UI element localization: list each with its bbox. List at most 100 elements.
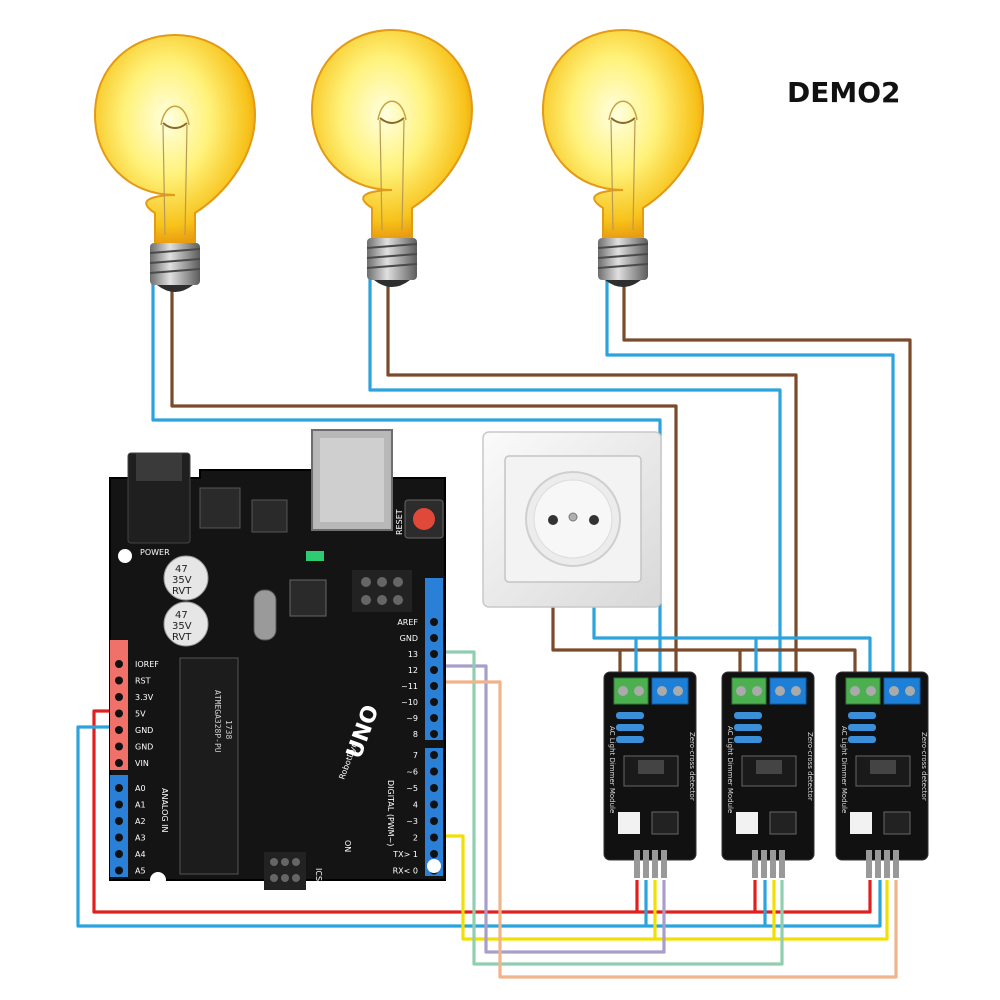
light-bulb-icon bbox=[94, 34, 256, 293]
pin-socket bbox=[430, 730, 438, 738]
pin-label: VIN bbox=[135, 759, 149, 768]
pin-socket bbox=[115, 817, 123, 825]
digital-header-top bbox=[425, 578, 443, 740]
pin-socket bbox=[115, 800, 123, 809]
socket-screw bbox=[568, 512, 578, 522]
pin-label: 13 bbox=[408, 650, 418, 659]
pin-label: ~9 bbox=[406, 714, 418, 723]
pin-socket bbox=[430, 698, 438, 706]
wires bbox=[76, 265, 912, 979]
dimmer-module-2: AC Light Dimmer Module Zero-cross detecto… bbox=[721, 671, 815, 878]
pin-label: ~11 bbox=[401, 682, 418, 691]
pin-label: 3.3V bbox=[135, 693, 154, 702]
svg-text:RVT: RVT bbox=[172, 586, 192, 597]
pin-socket bbox=[115, 693, 123, 701]
pin-socket bbox=[115, 726, 123, 734]
wire-lamp2-blue bbox=[368, 265, 782, 690]
svg-text:ATMEGA328P-PU: ATMEGA328P-PU bbox=[213, 690, 222, 753]
pin-label: 7 bbox=[413, 751, 418, 760]
power-label: POWER bbox=[140, 548, 170, 557]
pin-label: ~10 bbox=[401, 698, 418, 707]
arduino-board: POWER RESET 47 35V RVT 47 35V RVT bbox=[109, 429, 446, 890]
pin-socket bbox=[115, 759, 123, 767]
pin-label: RST bbox=[135, 677, 151, 686]
wire-lamp2-brown bbox=[386, 270, 798, 690]
wire-d13-green bbox=[438, 650, 784, 966]
pin-label: A0 bbox=[135, 784, 146, 793]
pin-label: GND bbox=[135, 743, 153, 752]
demo-title: DEMO2 bbox=[787, 76, 901, 109]
light-bulb-icon bbox=[542, 29, 704, 288]
pin-label: TX> 1 bbox=[392, 850, 418, 859]
pin-label: ~5 bbox=[406, 784, 418, 793]
wire-d11-orange bbox=[438, 680, 898, 979]
pin-socket bbox=[430, 618, 438, 626]
digital-label: DIGITAL (PWM~) bbox=[386, 780, 395, 846]
pin-label: GND bbox=[400, 634, 418, 643]
pin-socket bbox=[115, 676, 123, 685]
wire-lamp3-blue bbox=[605, 265, 895, 690]
atmega-chip: ATMEGA328P-PU 1738 bbox=[179, 657, 239, 875]
socket-hole-left bbox=[548, 515, 558, 525]
svg-text:35V: 35V bbox=[172, 575, 192, 586]
pin-socket bbox=[115, 742, 123, 751]
pin-socket bbox=[115, 709, 123, 718]
pin-socket bbox=[430, 751, 438, 759]
digital-top-pin-labels: AREF GND 13 12 ~11 ~10 ~9 8 bbox=[397, 618, 438, 739]
pin-socket bbox=[115, 784, 123, 792]
power-header bbox=[110, 640, 128, 770]
icsp-header-bottom bbox=[264, 852, 306, 890]
wire-lamp1-brown bbox=[170, 280, 678, 690]
pin-socket bbox=[115, 850, 123, 858]
pin-socket bbox=[115, 833, 123, 842]
pin-label: A4 bbox=[135, 850, 146, 859]
svg-text:47: 47 bbox=[175, 564, 188, 575]
svg-text:1738: 1738 bbox=[224, 720, 233, 739]
pin-label: ~6 bbox=[406, 768, 418, 777]
pin-socket bbox=[430, 784, 438, 792]
pin-label: AREF bbox=[397, 618, 418, 627]
pin-socket bbox=[115, 866, 123, 875]
pin-label: 12 bbox=[408, 666, 418, 675]
pin-socket bbox=[430, 650, 438, 658]
module-name: AC Light Dimmer Module bbox=[840, 726, 848, 813]
capacitor-1: 47 35V RVT bbox=[163, 555, 209, 601]
pin-label: IOREF bbox=[135, 660, 159, 669]
wall-socket bbox=[482, 431, 662, 608]
reset-label: RESET bbox=[395, 509, 404, 535]
pin-socket bbox=[430, 682, 438, 690]
pin-socket bbox=[430, 800, 438, 809]
pin-label: A5 bbox=[135, 867, 146, 876]
pin-socket bbox=[430, 833, 438, 842]
module-name: AC Light Dimmer Module bbox=[726, 726, 734, 813]
analog-in-label: ANALOG IN bbox=[160, 788, 169, 833]
pin-socket bbox=[430, 767, 438, 776]
wire-lamp3-brown bbox=[622, 270, 912, 690]
wire-d12-purple bbox=[438, 664, 666, 954]
module-sub: Zero-cross detector bbox=[806, 732, 814, 801]
module-sub: Zero-cross detector bbox=[920, 732, 928, 801]
pin-label: GND bbox=[135, 726, 153, 735]
module-sub: Zero-cross detector bbox=[688, 732, 696, 801]
digital-header-bottom bbox=[425, 748, 443, 876]
on-label: ON bbox=[343, 840, 352, 852]
lamp-3 bbox=[542, 29, 704, 288]
svg-text:RVT: RVT bbox=[172, 632, 192, 643]
pin-socket bbox=[430, 634, 438, 642]
pin-label: A1 bbox=[135, 801, 146, 810]
pin-label: 8 bbox=[413, 730, 418, 739]
svg-text:47: 47 bbox=[175, 610, 188, 621]
light-bulb-icon bbox=[311, 29, 473, 288]
pin-label: 4 bbox=[413, 801, 418, 810]
pin-socket bbox=[430, 666, 438, 674]
pin-label: A3 bbox=[135, 834, 146, 843]
lamp-1 bbox=[94, 34, 256, 293]
pin-label: A2 bbox=[135, 817, 146, 826]
lamp-2 bbox=[311, 29, 473, 288]
module-name: AC Light Dimmer Module bbox=[608, 726, 616, 813]
icsp-header-top bbox=[352, 570, 412, 612]
pin-label: ~3 bbox=[406, 817, 418, 826]
